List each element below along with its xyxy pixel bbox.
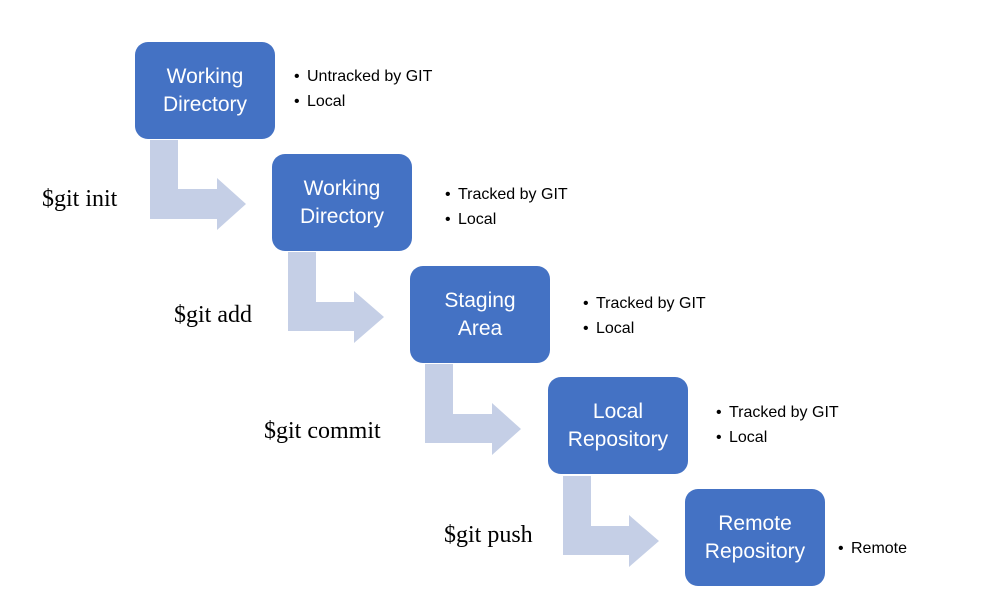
flow-arrow-push: [563, 476, 659, 567]
step-label: Working Directory: [162, 64, 247, 116]
note-item: Tracked by GIT: [583, 291, 706, 316]
flow-arrow-init: [150, 140, 246, 230]
command-git-commit: $git commit: [264, 418, 381, 444]
note-item: Tracked by GIT: [445, 182, 568, 207]
flow-arrow-add: [288, 252, 384, 343]
step-notes-staging-area: Tracked by GIT Local: [583, 291, 706, 341]
step-label: Staging Area: [444, 288, 516, 340]
flow-arrow-commit: [425, 364, 521, 455]
command-git-init: $git init: [42, 186, 118, 212]
note-item: Local: [716, 425, 839, 450]
note-item: Local: [294, 89, 432, 114]
step-notes-working-directory-tracked: Tracked by GIT Local: [445, 182, 568, 232]
step-label: Remote Repository: [704, 511, 806, 563]
note-item: Local: [445, 207, 568, 232]
step-label: Working Directory: [299, 176, 384, 228]
step-notes-working-directory-untracked: Untracked by GIT Local: [294, 64, 432, 114]
command-git-push: $git push: [444, 522, 533, 548]
step-box-working-directory-untracked: Working Directory: [135, 42, 275, 139]
note-item: Local: [583, 316, 706, 341]
note-item: Remote: [838, 536, 907, 561]
step-box-working-directory-tracked: Working Directory: [272, 154, 412, 251]
note-item: Tracked by GIT: [716, 400, 839, 425]
step-box-staging-area: Staging Area: [410, 266, 550, 363]
step-box-remote-repository: Remote Repository: [685, 489, 825, 586]
command-git-add: $git add: [174, 302, 252, 328]
step-notes-local-repository: Tracked by GIT Local: [716, 400, 839, 450]
step-label: Local Repository: [567, 399, 669, 451]
step-notes-remote-repository: Remote: [838, 536, 907, 561]
step-box-local-repository: Local Repository: [548, 377, 688, 474]
note-item: Untracked by GIT: [294, 64, 432, 89]
